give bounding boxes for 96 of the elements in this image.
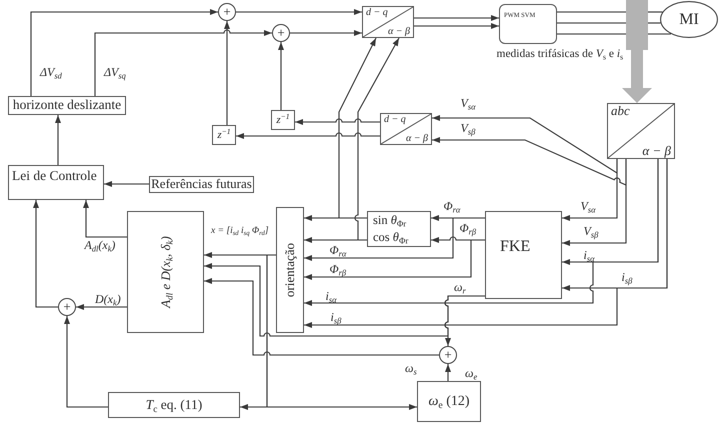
arrow: [266, 254, 417, 410]
block-label: abc: [611, 104, 630, 118]
edge-label: i$_{sβ}$: [620, 270, 634, 284]
edge-label: i$_{sβ}$: [330, 310, 342, 324]
arrow: [236, 132, 380, 139]
connector-line: [557, 11, 626, 13]
motor-ellipse: [660, 1, 718, 38]
transform-block: [607, 103, 675, 159]
arrow: [278, 42, 284, 110]
block-label: horizonte deslizante: [12, 98, 122, 113]
process-block: [499, 4, 557, 44]
arrow: [304, 159, 668, 328]
arrow: [236, 9, 362, 15]
edge-label: ΔV$_{sq}$: [103, 66, 127, 78]
edge-label: ΔV$_{sd}$: [39, 66, 63, 78]
edge-label: Φ$_{rβ}$: [328, 262, 348, 276]
summing-junction: [272, 24, 290, 42]
summing-junction: [439, 346, 457, 364]
block-label: z$^{−1}$: [217, 128, 231, 142]
arrow: [414, 15, 499, 21]
edge-label: V$_{sβ}$: [582, 224, 600, 238]
block-label: cos θ$_{Φr}$: [373, 230, 408, 244]
edge-label: V$_{sα}$: [580, 200, 596, 212]
edge-label: i$_{sα}$: [324, 290, 338, 302]
connector-line: [557, 33, 626, 35]
process-block: [8, 165, 104, 200]
process-block: [212, 125, 236, 145]
arrow: [33, 200, 58, 308]
block-label: MI: [679, 10, 699, 28]
arrow: [562, 159, 627, 246]
block-label: FKE: [500, 238, 530, 256]
connector-line: [648, 33, 671, 35]
summing-junction: [218, 3, 236, 21]
edge-label: Φ$_{rα}$: [328, 244, 348, 256]
arrow: [94, 30, 272, 96]
connector-line: [648, 11, 662, 13]
transform-block: [362, 6, 414, 38]
arrow: [304, 159, 659, 306]
block-label: α − β: [642, 144, 671, 158]
arrow: [414, 23, 499, 29]
arrow: [432, 115, 618, 174]
process-block: [485, 211, 562, 299]
sum-sign: +: [223, 4, 231, 20]
process-block: [108, 392, 240, 418]
arrow: [432, 137, 627, 186]
block-label: Referências futuras: [151, 177, 252, 192]
edge-label: i$_{sα}$: [582, 248, 596, 262]
block-label: α − β: [406, 133, 428, 144]
sum-sign: +: [444, 348, 452, 362]
block-label: z$^{−1}$: [276, 114, 290, 126]
edge-label: x = [i$_{sd}$ i$_{sq}$ Φ$_{rd}$]: [210, 227, 270, 237]
arrow: [562, 159, 618, 221]
arrow: [445, 364, 451, 381]
sum-sign: +: [63, 300, 71, 314]
process-block: [417, 381, 481, 422]
edge-label: V$_{sα}$: [460, 96, 476, 110]
edge-label: medidas trifásicas de V$_{s}$ e i$_{s}$: [496, 48, 624, 60]
block-label: d − q: [384, 114, 406, 125]
process-block: [276, 207, 304, 333]
edge-label: Φ$_{rα}$: [442, 200, 462, 212]
block-label: d − q: [366, 7, 388, 18]
arrow: [304, 217, 485, 261]
arrow: [224, 21, 230, 125]
arrow: [290, 30, 362, 36]
arrow: [338, 38, 376, 219]
edge-label: D(x$_{k}$): [94, 292, 122, 306]
block-arrow: [622, 50, 652, 103]
arrow: [30, 9, 218, 96]
block-label: ω$_{e}$ (12): [428, 394, 470, 410]
arrow: [83, 200, 127, 238]
arrow: [64, 316, 108, 408]
block-label: T$_{c}$ eq. (11): [146, 398, 202, 412]
connector-line: [648, 22, 661, 24]
arrow: [76, 304, 127, 310]
process-block: [367, 211, 431, 247]
block-label: orientação: [282, 242, 298, 298]
arrow: [295, 118, 380, 125]
edge-label: Φ$_{rβ}$: [458, 222, 478, 234]
edge-label: V$_{sβ}$: [460, 122, 476, 134]
transform-block: [380, 113, 432, 145]
arrow: [55, 115, 61, 165]
sum-sign: +: [277, 26, 285, 40]
connector-line: [557, 22, 626, 24]
edge-label: A$_{dl}$(x$_{k}$): [84, 238, 116, 252]
block-label: α − β: [388, 26, 410, 37]
arrow: [304, 239, 485, 280]
arrow: [354, 38, 400, 241]
process-block: [271, 110, 295, 130]
summing-junction: [58, 298, 76, 316]
block-label: Lei de Controle: [12, 169, 97, 184]
arrow: [104, 181, 149, 187]
process-block: [127, 211, 204, 333]
sensor-band: [626, 0, 648, 50]
process-block: [8, 96, 126, 115]
arrow: [204, 278, 439, 356]
block-label: sin θ$_{Φr}$: [373, 214, 406, 228]
